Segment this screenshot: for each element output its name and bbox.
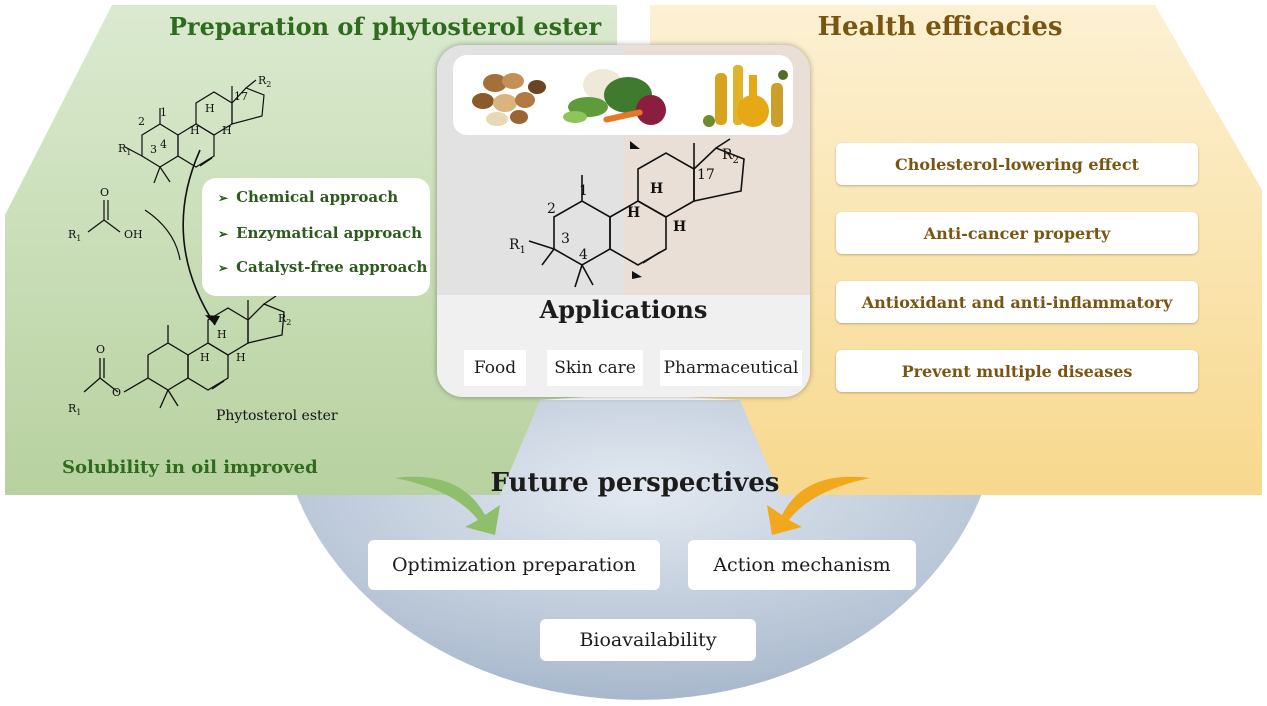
- pos-2-large: 2: [547, 201, 556, 217]
- future-item-optimization: Optimization preparation: [368, 540, 660, 590]
- vegetables-photo: [563, 69, 666, 125]
- future-item-action-mechanism: Action mechanism: [688, 540, 916, 590]
- solubility-text: Solubility in oil improved: [62, 457, 318, 478]
- efficacy-item: Anti-cancer property: [836, 212, 1198, 254]
- approach-label: Enzymatical approach: [236, 224, 422, 242]
- acid-arrow: [144, 209, 181, 261]
- gold-arrow: [767, 476, 870, 535]
- application-food: Food: [464, 350, 526, 386]
- bullet-arrow-icon: ➢: [218, 227, 229, 241]
- efficacy-item: Prevent multiple diseases: [836, 350, 1198, 392]
- phytosterol-structure-small: [124, 79, 265, 184]
- pos-1-large: 1: [579, 183, 588, 199]
- h-label: H: [627, 205, 640, 221]
- h-label: H: [650, 181, 663, 197]
- approach-label: Catalyst-free approach: [236, 258, 428, 276]
- approach-list: ➢ Chemical approach ➢ Enzymatical approach…: [202, 178, 430, 296]
- r2-label-large: R2: [722, 147, 739, 166]
- applications-title: Applications: [539, 295, 708, 324]
- pos-4-large: 4: [579, 247, 588, 263]
- pos-17-large: 17: [697, 167, 715, 183]
- applications-card: R2 R1 1 2 3 4 17 H H H Applications Food…: [437, 45, 810, 397]
- future-item-bioavailability: Bioavailability: [540, 619, 756, 661]
- left-panel-title: Preparation of phytosterol ester: [168, 12, 602, 41]
- food-photos: [472, 65, 788, 127]
- merge-arrow-icon: [630, 141, 640, 149]
- efficacy-item: Cholesterol-lowering effect: [836, 143, 1198, 185]
- application-skin-care: Skin care: [547, 350, 643, 386]
- carboxylic-acid-structure: [87, 200, 121, 233]
- bullet-arrow-icon: ➢: [218, 191, 229, 205]
- h-label: H: [673, 219, 686, 235]
- r1-label-large: R1: [509, 237, 526, 256]
- efficacy-item: Antioxidant and anti-inflammatory: [836, 281, 1198, 323]
- merge-arrow-icon: [632, 271, 642, 279]
- photo-strip: [453, 55, 793, 135]
- right-panel-title: Health efficacies: [817, 12, 1063, 42]
- pos-3-large: 3: [561, 231, 570, 247]
- phytosterol-structure-large: R2 R1 1 2 3 4 17 H H H: [509, 138, 745, 288]
- application-pharmaceutical: Pharmaceutical: [660, 350, 802, 386]
- nuts-photo: [472, 73, 546, 126]
- phytosterol-ester-structure: [83, 295, 285, 409]
- approach-item-catalyst-free: ➢ Catalyst-free approach: [218, 258, 427, 276]
- approach-item-chemical: ➢ Chemical approach: [218, 188, 398, 206]
- reaction-arrow: [182, 149, 216, 326]
- future-title: Future perspectives: [490, 468, 780, 498]
- oils-photo: [703, 65, 788, 127]
- green-arrow: [395, 476, 500, 535]
- approach-label: Chemical approach: [236, 188, 399, 206]
- approach-item-enzymatical: ➢ Enzymatical approach: [218, 224, 422, 242]
- bullet-arrow-icon: ➢: [218, 261, 229, 275]
